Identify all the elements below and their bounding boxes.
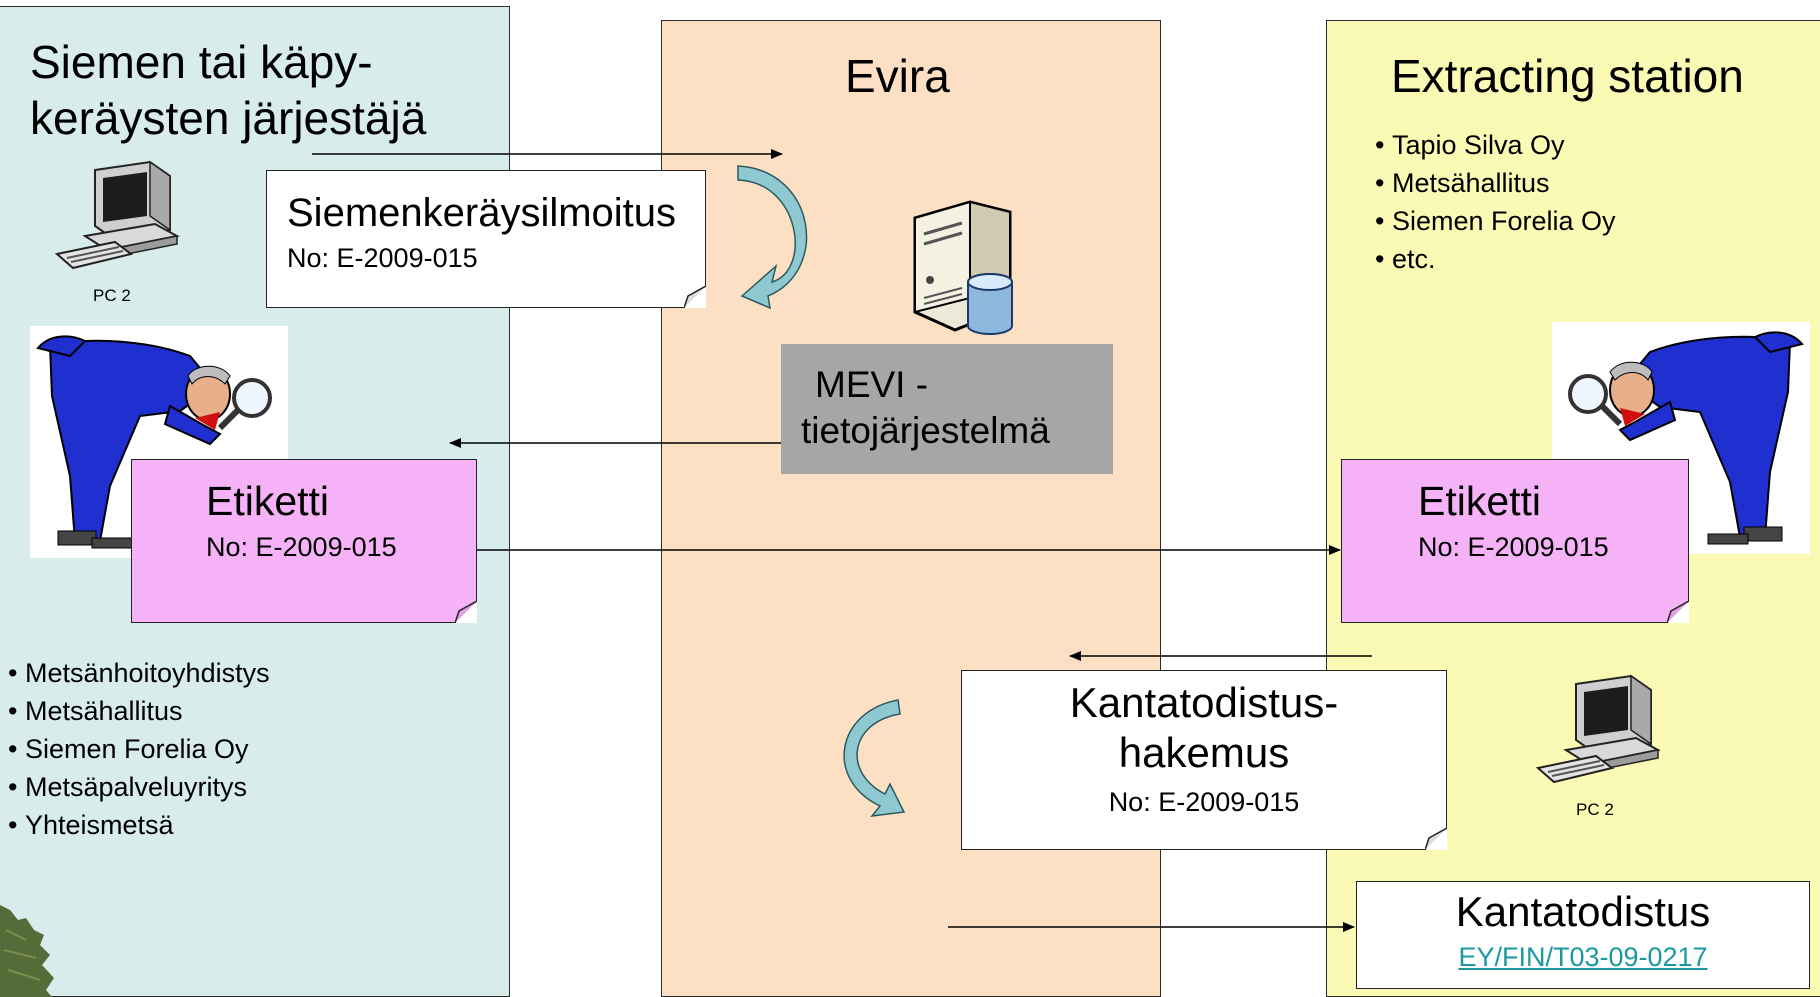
cycle-arrow-icon <box>843 699 906 817</box>
pc-icon-right: PC 2 <box>1535 672 1666 822</box>
certificate-number-link[interactable]: EY/FIN/T03-09-0217 <box>1458 942 1708 972</box>
server-database-icon-graphic <box>913 200 1013 335</box>
label-left-number: No: E-2009-015 <box>206 532 397 562</box>
pc-label-left: PC 2 <box>93 286 131 305</box>
application-title-line1: Kantatodistus- <box>1069 679 1339 726</box>
label-right-title: Etiketti <box>1418 478 1542 524</box>
application-title-line2: hakemus <box>1118 729 1290 776</box>
mevi-system-box: MEVI - tietojärjestelmä <box>781 344 1113 474</box>
certificate-title: Kantatodistus <box>1455 888 1711 935</box>
mevi-line1: MEVI - <box>815 364 929 405</box>
list-item: Metsäpalveluyritys <box>8 768 270 806</box>
page-fold-icon <box>684 286 706 308</box>
organizer-title: Siemen tai käpy- keräysten järjestäjä <box>30 34 426 146</box>
label-left-title: Etiketti <box>206 478 330 524</box>
organizer-title-line2: keräysten järjestäjä <box>30 92 427 144</box>
list-item: Metsänhoitoyhdistys <box>8 654 270 692</box>
application-number: No: E-2009-015 <box>1108 787 1300 817</box>
server-database-icon <box>890 190 1040 340</box>
list-item: Siemen Forelia Oy <box>1375 202 1616 240</box>
organizer-list: Metsänhoitoyhdistys Metsähallitus Siemen… <box>8 654 270 844</box>
list-item: Metsähallitus <box>8 692 270 730</box>
page-fold-icon <box>455 601 477 623</box>
inspector-figure <box>36 335 272 549</box>
label-document-left: Etiketti No: E-2009-015 <box>131 459 477 623</box>
pc-icon <box>1535 674 1661 784</box>
page-fold-icon <box>1425 828 1447 850</box>
pc-icon-left: PC 2 <box>54 158 185 308</box>
list-item: etc. <box>1375 240 1616 278</box>
organizer-title-line1: Siemen tai käpy- <box>30 36 373 88</box>
page-fold-icon <box>1667 601 1689 623</box>
certificate-document: Kantatodistus EY/FIN/T03-09-0217 <box>1356 881 1810 989</box>
notification-title: Siemenkeräysilmoitus <box>287 191 677 235</box>
mevi-line2: tietojärjestelmä <box>801 410 1050 451</box>
evira-title: Evira <box>845 50 950 102</box>
label-document-right: Etiketti No: E-2009-015 <box>1341 459 1689 623</box>
list-item: Yhteismetsä <box>8 806 270 844</box>
inspector-figure-right <box>1552 322 1810 554</box>
notification-document: Siemenkeräysilmoitus No: E-2009-015 <box>266 170 706 308</box>
label-right-number: No: E-2009-015 <box>1418 532 1609 562</box>
list-item: Tapio Silva Oy <box>1375 126 1616 164</box>
notification-number: No: E-2009-015 <box>287 243 478 273</box>
application-document: Kantatodistus- hakemus No: E-2009-015 <box>961 670 1447 850</box>
extracting-station-list: Tapio Silva Oy Metsähallitus Siemen Fore… <box>1375 126 1616 278</box>
cycle-arrow-icon <box>737 165 808 310</box>
inspector-figure <box>1568 331 1804 545</box>
list-item: Metsähallitus <box>1375 164 1616 202</box>
pc-label-right: PC 2 <box>1576 800 1614 819</box>
fir-tree <box>0 905 54 997</box>
list-item: Siemen Forelia Oy <box>8 730 270 768</box>
pc-icon <box>54 160 180 270</box>
extracting-station-title: Extracting station <box>1391 50 1744 102</box>
